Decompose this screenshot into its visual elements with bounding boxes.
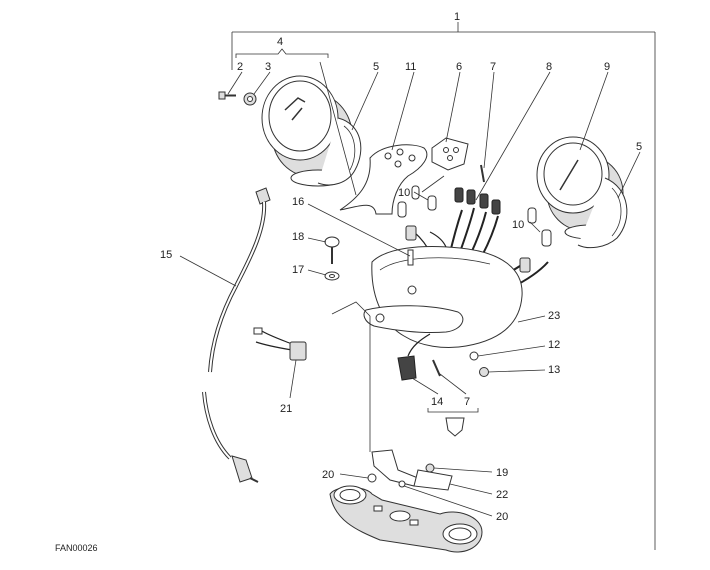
stud-16 <box>407 249 414 266</box>
callout-6: 6 <box>456 61 462 73</box>
mounting-plate-22 <box>367 449 453 491</box>
speedometer-4 <box>261 75 353 187</box>
reference-code: FAN00026 <box>55 543 98 553</box>
callout-8: 8 <box>546 61 552 73</box>
callout-2: 2 <box>237 61 243 73</box>
callout-20-left: 20 <box>322 469 334 481</box>
callout-7-bottom: 7 <box>464 396 470 408</box>
callout-12: 12 <box>548 339 560 351</box>
screws-7 <box>432 164 485 377</box>
bolt-18 <box>324 236 340 264</box>
callout-18: 18 <box>292 231 304 243</box>
callout-23: 23 <box>548 310 560 322</box>
nut-12 <box>469 351 479 361</box>
callout-17: 17 <box>292 264 304 276</box>
callout-7-top: 7 <box>490 61 496 73</box>
callout-11: 11 <box>405 61 416 73</box>
callout-21: 21 <box>280 403 292 415</box>
leader-lines <box>179 61 641 517</box>
callout-1: 1 <box>454 11 460 23</box>
connector-21 <box>253 327 307 361</box>
callout-5-left: 5 <box>373 61 379 73</box>
callout-13: 13 <box>548 364 560 376</box>
callout-5-right: 5 <box>636 141 642 153</box>
mounting-cup-5-right <box>577 177 628 249</box>
callout-14: 14 <box>431 396 443 408</box>
bulb-holder-3 <box>243 92 257 106</box>
callout-20-right: 20 <box>496 511 508 523</box>
callout-10-right: 10 <box>512 219 524 231</box>
callout-22: 22 <box>496 489 508 501</box>
callout-3: 3 <box>265 61 271 73</box>
bulbs-10 <box>397 185 552 247</box>
callout-15: 15 <box>160 249 172 261</box>
assembly-bracket-1 <box>231 22 656 550</box>
callout-9: 9 <box>604 61 610 73</box>
bracket-14-7 <box>427 408 479 437</box>
instrument-bracket-11 <box>339 144 428 215</box>
top-yoke <box>329 485 483 553</box>
callout-16: 16 <box>292 196 304 208</box>
callout-4: 4 <box>277 36 283 48</box>
washer-17 <box>324 271 340 281</box>
callout-10-left: 10 <box>398 187 410 199</box>
instrument-housing-23 <box>363 246 523 349</box>
warning-light-cluster-6 <box>431 137 469 171</box>
callout-19: 19 <box>496 467 508 479</box>
brace-4 <box>235 48 329 58</box>
connector-14 <box>397 333 431 381</box>
screw-2 <box>218 91 236 100</box>
screw-19 <box>425 463 435 473</box>
screw-13 <box>479 367 489 377</box>
speedometer-cable-15 <box>202 187 271 483</box>
